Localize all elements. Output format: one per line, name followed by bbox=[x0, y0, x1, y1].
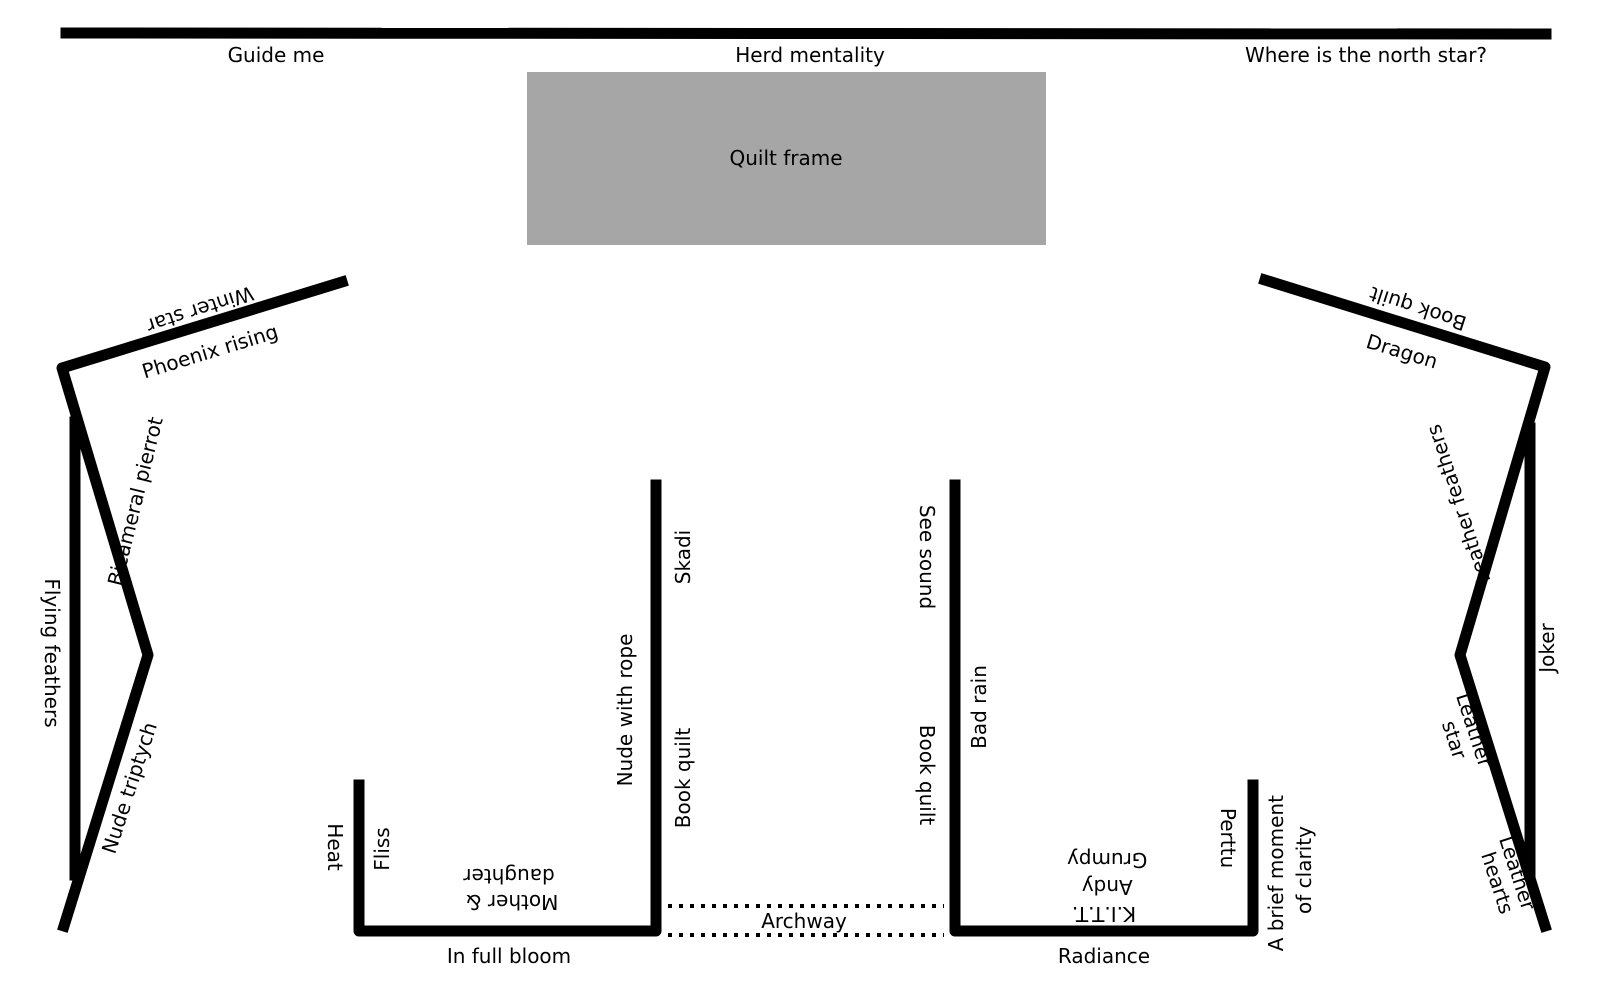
label-bicameral-pierrot: Bicameral pierrot bbox=[103, 414, 168, 588]
quilt-frame bbox=[527, 72, 1046, 245]
label-in-full-bloom: In full bloom bbox=[447, 944, 571, 968]
label-nude-with-rope: Nude with rope bbox=[613, 634, 637, 787]
label-heat: Heat bbox=[323, 823, 347, 871]
left-room-wall bbox=[353, 479, 662, 937]
label-skadi: Skadi bbox=[671, 530, 695, 584]
label-book-quilt-left-room: Book quilt bbox=[671, 728, 695, 829]
label-flying-feathers: Flying feathers bbox=[40, 578, 64, 727]
label-kitt-line: K.I.T.T. bbox=[1072, 902, 1136, 926]
right-room-wall bbox=[949, 479, 1259, 937]
label-fliss: Fliss bbox=[370, 827, 394, 870]
label-mother-daughter-line-1: Mother & bbox=[466, 890, 559, 914]
label-grumpy-line: Grumpy bbox=[1067, 848, 1148, 872]
right-bay-wall bbox=[1258, 273, 1552, 933]
label-mother-daughter-line-2: daughter bbox=[463, 864, 555, 888]
label-leather-star: Leather star bbox=[1430, 690, 1499, 783]
label-quilt-frame: Quilt frame bbox=[729, 146, 842, 170]
label-leather-feathers: Leather feathers bbox=[1421, 422, 1495, 587]
label-see-sound: See sound bbox=[915, 505, 939, 609]
left-bay-wall bbox=[56, 275, 349, 933]
label-guide-me: Guide me bbox=[228, 43, 325, 67]
label-perttu: Perttu bbox=[1216, 808, 1240, 868]
label-mother-daughter: Mother & daughter bbox=[460, 864, 559, 914]
label-brief-moment: A brief moment of clarity bbox=[1264, 789, 1316, 952]
label-north-star: Where is the north star? bbox=[1245, 43, 1487, 67]
label-joker: Joker bbox=[1535, 622, 1559, 674]
label-radiance: Radiance bbox=[1058, 944, 1150, 968]
label-brief-moment-line-2: of clarity bbox=[1292, 826, 1316, 914]
label-grumpy-andy-kitt: Grumpy Andy K.I.T.T. bbox=[1061, 848, 1148, 926]
label-bad-rain: Bad rain bbox=[967, 665, 991, 749]
label-book-quilt-right-room: Book quilt bbox=[915, 725, 939, 826]
label-archway: Archway bbox=[761, 909, 847, 933]
label-andy-line: Andy bbox=[1082, 875, 1133, 899]
top-wall bbox=[60, 27, 1552, 40]
label-brief-moment-line-1: A brief moment bbox=[1264, 795, 1288, 951]
label-herd-mentality: Herd mentality bbox=[735, 43, 885, 67]
